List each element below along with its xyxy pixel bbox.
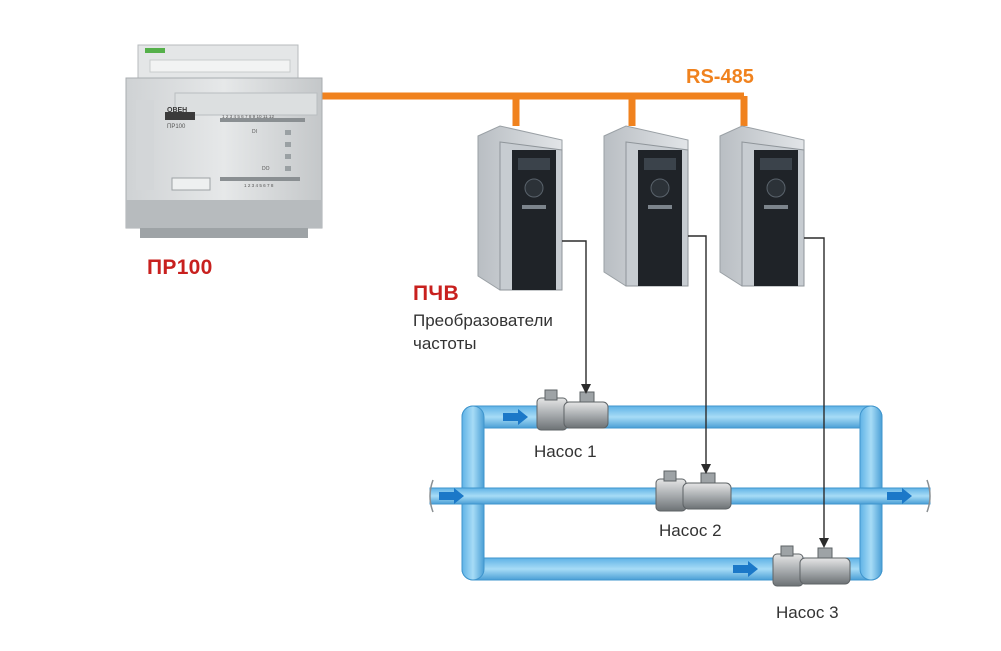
wire-arrowheads (581, 384, 829, 548)
pump-2 (655, 470, 732, 512)
flow-arrows (439, 409, 912, 577)
control-wires (562, 235, 825, 541)
rs485-bus (312, 92, 748, 126)
device-model-text: ПР100 (167, 124, 186, 130)
vfd-unit-2 (603, 125, 689, 287)
plc-controller (125, 44, 323, 238)
pump-3 (772, 545, 851, 587)
pump-3-label: Насос 3 (776, 603, 839, 622)
device-do-numbers: 1 2 3 4 5 6 7 8 (244, 183, 274, 188)
device-di-numbers: 1 2 3 4 5 6 7 8 9 10 11 12 (222, 114, 274, 119)
pump-1 (536, 389, 609, 431)
pump-2-label: Насос 2 (659, 521, 722, 540)
controller-label: ПР100 (147, 256, 213, 279)
vfd-unit-3 (719, 125, 805, 287)
rs485-label: RS-485 (686, 66, 754, 88)
device-do-text: DO (262, 166, 270, 172)
vfd-unit-1 (477, 125, 563, 291)
vfd-description-line2: частоты (413, 334, 477, 353)
device-brand-text: ОВЕН (167, 107, 187, 114)
pump-1-label: Насос 1 (534, 442, 597, 461)
vfd-description-line1: Преобразователи (413, 311, 553, 330)
device-di-text: DI (252, 129, 257, 135)
vfd-title-label: ПЧВ (413, 282, 459, 305)
